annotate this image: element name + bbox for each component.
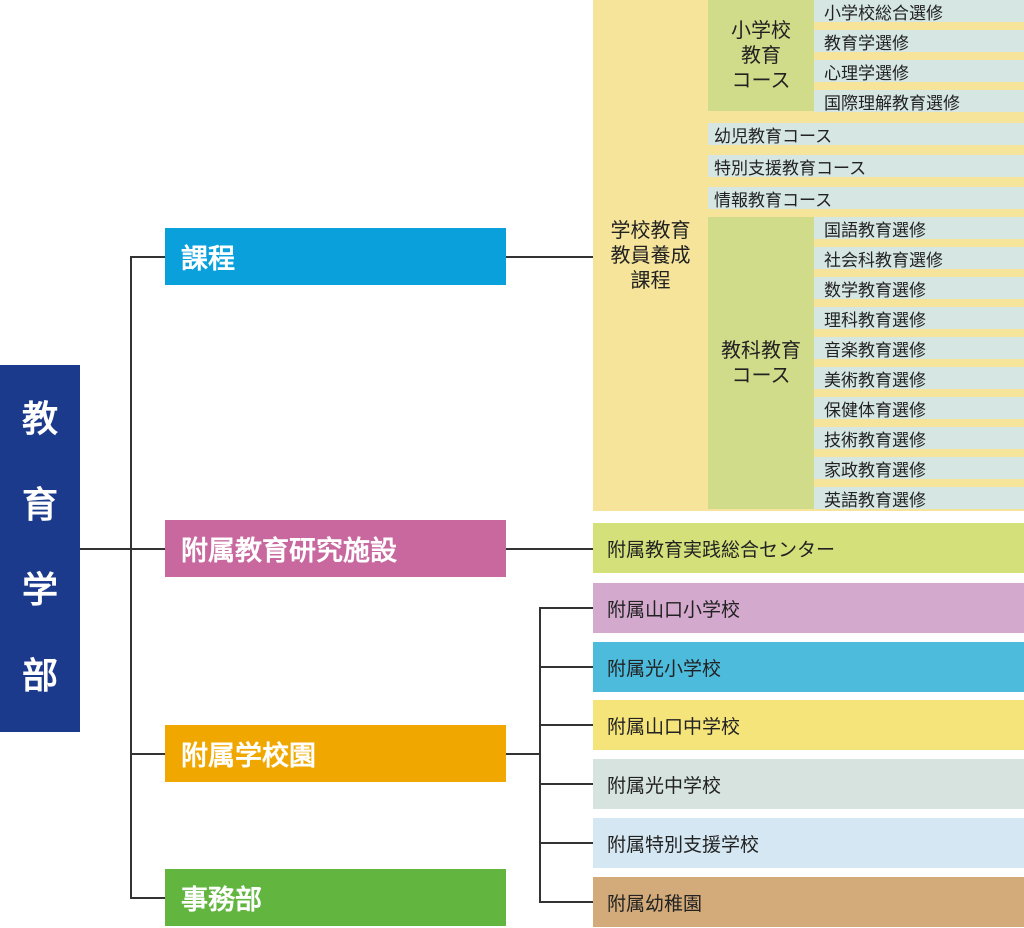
- school-label: 附属光小学校: [607, 657, 722, 680]
- connector-school-6: [539, 901, 593, 903]
- school-label: 附属山口中学校: [607, 715, 741, 738]
- shogakko-course-line: コース: [731, 68, 791, 92]
- kyoka-course: 教科教育 コース: [708, 217, 814, 509]
- branch-jimubu: 事務部: [165, 869, 506, 926]
- connector-root: [80, 548, 131, 550]
- course-row: 幼児教育コース: [708, 123, 1024, 147]
- school-box: 附属幼稚園: [593, 877, 1024, 927]
- connector-school-5: [539, 842, 593, 844]
- kyoka-option: 社会科教育選修: [814, 247, 1024, 271]
- connector-school-2: [539, 666, 593, 668]
- kyoka-option: 国語教育選修: [814, 217, 1024, 241]
- connector-katei: [130, 256, 165, 258]
- branch-katei-label: 課程: [181, 244, 235, 275]
- root-char: 学: [21, 570, 58, 612]
- kyoka-option: 美術教育選修: [814, 367, 1024, 391]
- connector-shisetsu: [130, 548, 165, 550]
- connector-gakkoen: [130, 753, 165, 755]
- connector-trunk: [130, 256, 132, 898]
- connector-gakkoen-out: [506, 753, 540, 755]
- school-box: 附属光中学校: [593, 759, 1024, 809]
- school-box: 附属山口小学校: [593, 583, 1024, 633]
- school-box: 附属光小学校: [593, 642, 1024, 692]
- shogakko-course: 小学校 教育 コース: [708, 0, 814, 111]
- branch-katei: 課程: [165, 228, 506, 285]
- school-box: 附属山口中学校: [593, 700, 1024, 750]
- school-box: 附属特別支援学校: [593, 818, 1024, 868]
- program-label-line: 課程: [630, 267, 671, 292]
- shogakko-course-line: 教育: [741, 43, 781, 67]
- root-char: 部: [21, 656, 58, 698]
- program-label: 学校教育 教員養成 課程: [593, 200, 708, 310]
- shogakko-option: 教育学選修: [814, 30, 1024, 54]
- shogakko-option: 小学校総合選修: [814, 0, 1024, 24]
- kyoka-course-line: 教科教育: [721, 338, 801, 362]
- school-label: 附属光中学校: [607, 774, 722, 797]
- kyoka-option: 数学教育選修: [814, 277, 1024, 301]
- connector-katei-program: [506, 256, 593, 258]
- school-label: 附属特別支援学校: [607, 833, 760, 856]
- kyoka-option: 理科教育選修: [814, 307, 1024, 331]
- root-char: 教: [21, 398, 58, 440]
- root-char: 育: [21, 484, 58, 526]
- connector-school-4: [539, 783, 593, 785]
- kyoka-option: 技術教育選修: [814, 427, 1024, 451]
- connector-school-1: [539, 607, 593, 609]
- center-label: 附属教育実践総合センター: [607, 538, 836, 561]
- shogakko-option: 心理学選修: [814, 60, 1024, 84]
- root-node-faculty: 教 育 学 部: [0, 365, 80, 732]
- shogakko-course-line: 小学校: [731, 18, 791, 42]
- kyoka-course-line: コース: [731, 363, 791, 387]
- kyoka-option: 家政教育選修: [814, 457, 1024, 481]
- center-box: 附属教育実践総合センター: [593, 523, 1024, 573]
- course-row: 情報教育コース: [708, 187, 1024, 211]
- branch-gakkoen: 附属学校園: [165, 725, 506, 782]
- branch-shisetsu-label: 附属教育研究施設: [181, 536, 397, 567]
- connector-jimubu: [130, 897, 165, 899]
- course-row: 特別支援教育コース: [708, 155, 1024, 179]
- kyoka-option: 音楽教育選修: [814, 337, 1024, 361]
- program-label-line: 教員養成: [610, 242, 691, 267]
- school-label: 附属山口小学校: [607, 598, 741, 621]
- connector-shisetsu-center: [506, 548, 593, 550]
- school-label: 附属幼稚園: [607, 892, 703, 915]
- branch-gakkoen-label: 附属学校園: [181, 741, 316, 772]
- branch-shisetsu: 附属教育研究施設: [165, 520, 506, 577]
- branch-jimubu-label: 事務部: [181, 885, 262, 916]
- program-label-line: 学校教育: [610, 217, 691, 242]
- kyoka-option: 英語教育選修: [814, 487, 1024, 511]
- shogakko-option: 国際理解教育選修: [814, 90, 1024, 114]
- kyoka-option: 保健体育選修: [814, 397, 1024, 421]
- connector-school-trunk: [539, 607, 541, 901]
- connector-school-3: [539, 724, 593, 726]
